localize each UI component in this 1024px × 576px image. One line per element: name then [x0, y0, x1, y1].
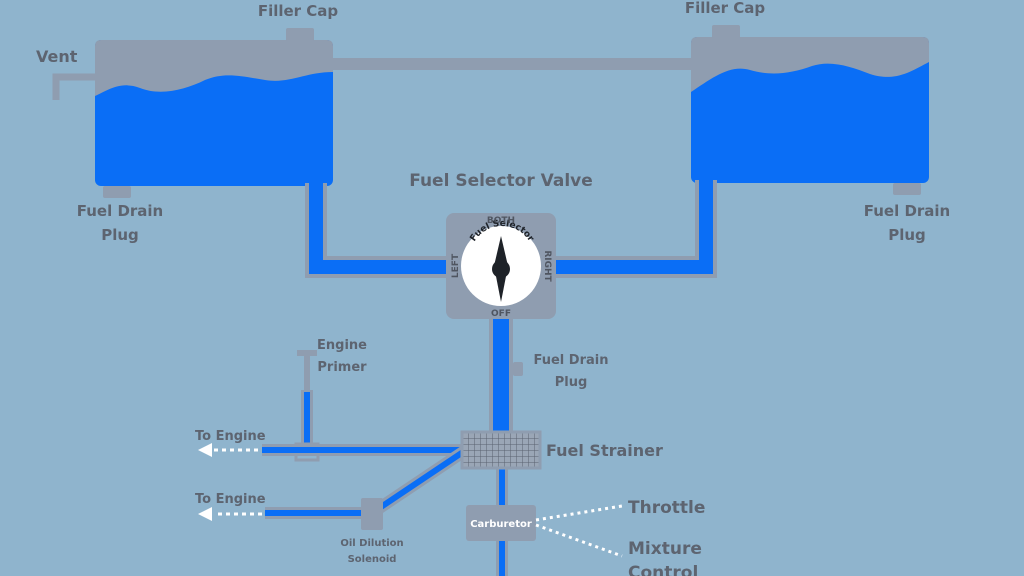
drain-mid-label-1: Fuel Drain — [534, 353, 609, 368]
oil-dilution-label-2: Solenoid — [348, 554, 397, 565]
right-fuel-tank — [691, 25, 929, 195]
right-drain-plug — [893, 183, 921, 195]
left-drain-plug — [103, 186, 131, 198]
left-filler-cap — [286, 28, 314, 42]
carburetor-label: Carburetor — [470, 519, 532, 530]
selector-left: LEFT — [451, 253, 461, 278]
throttle-link — [535, 504, 623, 522]
strainer-label: Fuel Strainer — [546, 441, 663, 460]
right-filler-cap — [712, 25, 740, 39]
drain-right-label-2: Plug — [888, 226, 926, 244]
mixture-label-1: Mixture — [628, 539, 702, 559]
fuel-strainer — [460, 430, 542, 470]
selector-both: BOTH — [487, 216, 515, 226]
left-fuel-tank — [95, 28, 333, 198]
tank-fuel-lines — [305, 180, 717, 278]
to-engine-arrow-2 — [198, 507, 262, 521]
filler-cap-right-label: Filler Cap — [685, 0, 766, 17]
primer-label-1: Engine — [317, 338, 367, 353]
carburetor — [466, 505, 536, 541]
selector-right: RIGHT — [542, 250, 552, 282]
primer-label-2: Primer — [317, 360, 367, 375]
filler-cap-left-label: Filler Cap — [258, 2, 339, 20]
to-engine-arrow-1 — [198, 443, 258, 457]
drain-mid-label-2: Plug — [555, 375, 588, 390]
mixture-label-2: Control — [628, 563, 698, 576]
fuel-selector-valve: Fuel Selector BOTH OFF LEFT RIGHT — [446, 213, 556, 319]
diagram-title: Fuel Selector Valve — [409, 171, 593, 191]
drain-left-label-1: Fuel Drain — [77, 202, 164, 220]
crossover-vent-line — [330, 58, 695, 70]
to-engine-label-2: To Engine — [195, 492, 266, 507]
drain-right-label-1: Fuel Drain — [864, 202, 951, 220]
selector-off: OFF — [491, 309, 511, 319]
mixture-link — [535, 523, 623, 558]
mid-drain-plug — [513, 362, 523, 376]
to-engine-label-1: To Engine — [195, 429, 266, 444]
vent-label: Vent — [36, 47, 78, 66]
throttle-label: Throttle — [628, 498, 705, 518]
vent-pipe — [52, 73, 100, 100]
engine-primer — [294, 350, 320, 462]
oil-dilution-label-1: Oil Dilution — [340, 538, 403, 549]
oil-dilution-solenoid — [361, 498, 383, 530]
drain-left-label-2: Plug — [101, 226, 139, 244]
